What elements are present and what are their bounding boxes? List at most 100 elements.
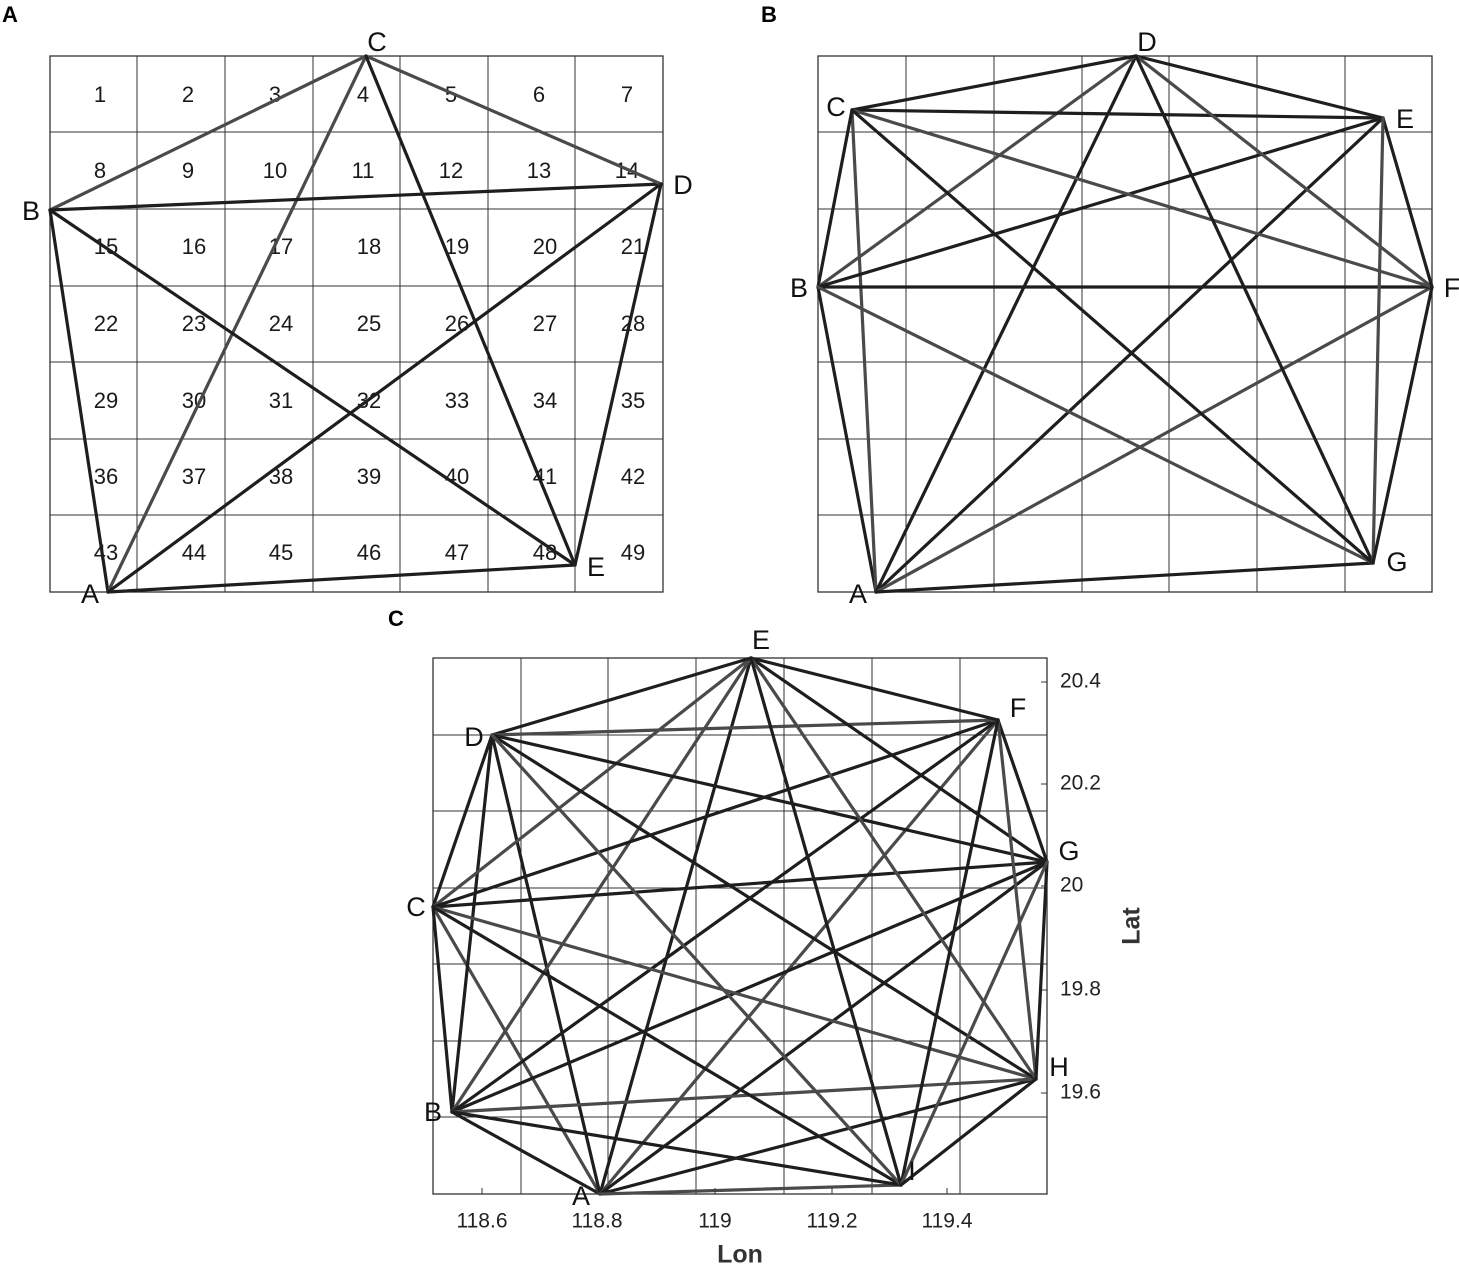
panel-b-edge-D-E <box>1134 54 1385 120</box>
panel-c-edge-B-H <box>450 1077 1038 1114</box>
panel-c-node-C: C <box>406 892 426 922</box>
panel-c-edge-C-I <box>431 905 903 1187</box>
panel-a-cell-38: 38 <box>269 464 293 489</box>
panel-b-edge-F-G <box>1371 285 1434 565</box>
panel-a-cell-23: 23 <box>182 311 206 336</box>
panel-c-edge-B-I <box>450 1110 903 1187</box>
panel-b-node-D: D <box>1137 27 1157 57</box>
panel-a-cell-47: 47 <box>445 540 469 565</box>
panel-c-node-G: G <box>1058 836 1079 866</box>
panel-c-edge-D-H <box>490 733 1038 1081</box>
panel-a-cell-33: 33 <box>445 388 469 413</box>
panel-c-ytick-3: 19.8 <box>1060 978 1101 1001</box>
panel-a-cell-42: 42 <box>621 464 645 489</box>
panel-c-edge-D-G <box>490 733 1049 864</box>
panel-a-edge-C-E <box>364 54 577 567</box>
panel-b-edge-D-G <box>1134 54 1375 565</box>
panel-c-letter: C <box>388 606 404 631</box>
panel-b-edge-B-G <box>816 285 1375 565</box>
panel-c-edge-E-I <box>749 656 903 1187</box>
panel-c-ytick-2: 20 <box>1060 874 1083 897</box>
panel-a-cell-16: 16 <box>182 234 206 259</box>
panel-a-cell-34: 34 <box>533 388 557 413</box>
panel-c-edge-C-E <box>431 656 753 909</box>
panel-b-edge-B-D <box>816 54 1138 289</box>
panel-a-cell-20: 20 <box>533 234 557 259</box>
panel-a-cell-37: 37 <box>182 464 206 489</box>
panel-a-cell-11: 11 <box>352 158 375 183</box>
panel-b-edge-A-F <box>874 285 1434 594</box>
panel-c-edge-G-H <box>1034 860 1049 1081</box>
panel-b-node-A: A <box>849 579 867 609</box>
panel-a-cell-7: 7 <box>621 82 633 107</box>
panel-c-y-axis-title: Lat <box>1118 907 1146 945</box>
panel-a-cell-44: 44 <box>182 540 206 565</box>
panel-c-x-axis-title: Lon <box>717 1241 763 1268</box>
panel-c-xtick-1: 118.8 <box>572 1210 623 1233</box>
panel-a-cell-21: 21 <box>621 234 645 259</box>
panel-c-node-E: E <box>752 625 770 655</box>
panel-b-edge-A-E <box>874 116 1385 594</box>
panel-a-cell-31: 31 <box>269 388 293 413</box>
panel-c-ytick-1: 20.2 <box>1060 772 1101 795</box>
panel-c-edge-E-H <box>749 656 1038 1081</box>
panel-a-cell-30: 30 <box>182 388 206 413</box>
panel-a-cell-6: 6 <box>533 82 545 107</box>
panel-b-edge-C-G <box>850 108 1375 565</box>
panel-a-cell-8: 8 <box>94 158 106 183</box>
panel-c-edge-B-F <box>450 718 1000 1114</box>
panel-c-xtick-0: 118.6 <box>457 1210 508 1233</box>
panel-a-edge-C-D <box>364 54 663 186</box>
panel-c-node-A: A <box>572 1181 590 1211</box>
panel-a-cell-43: 43 <box>94 540 118 565</box>
panel-b-node-B: B <box>790 273 808 303</box>
panel-a-cell-18: 18 <box>357 234 381 259</box>
panel-a-node-D: D <box>673 170 693 200</box>
panel-b-edge-C-E <box>850 108 1385 120</box>
panel-c-edge-A-E <box>598 656 753 1196</box>
panel-a-cell-4: 4 <box>357 82 369 107</box>
panel-c-edge-B-D <box>450 733 494 1114</box>
panel-a-cell-49: 49 <box>621 540 645 565</box>
panel-c-node-H: H <box>1049 1052 1069 1082</box>
panel-a-cell-12: 12 <box>439 158 463 183</box>
panel-c-node-D: D <box>464 722 484 752</box>
panel-b-edge-C-F <box>850 108 1434 289</box>
panel-a-node-B: B <box>22 196 40 226</box>
panel-c-edge-B-G <box>450 860 1049 1114</box>
panel-c-edge-A-C <box>431 905 602 1196</box>
panel-c-edge-F-H <box>996 718 1038 1081</box>
panel-b-edge-E-G <box>1371 116 1385 565</box>
panel-c-edge-B-E <box>450 656 753 1114</box>
panel-a-cell-26: 26 <box>445 311 469 336</box>
panel-a-cell-2: 2 <box>182 82 194 107</box>
panel-b-frame <box>817 55 1433 593</box>
panel-b-edge-B-E <box>816 116 1385 289</box>
panel-b-edge-A-D <box>874 54 1138 594</box>
panel-c-xtick-2: 119 <box>698 1210 731 1233</box>
panel-c-edge-A-I <box>598 1183 903 1196</box>
panel-a-cell-17: 17 <box>269 234 293 259</box>
panel-a-edge-A-E <box>106 563 577 594</box>
panel-a-cell-27: 27 <box>533 311 557 336</box>
panel-c-edge-E-G <box>749 656 1049 864</box>
panel-b-edge-C-D <box>850 54 1138 112</box>
panel-c-edge-C-H <box>431 905 1038 1081</box>
panel-c-edge-C-D <box>431 733 494 909</box>
panel-a-edge-B-E <box>48 208 577 567</box>
panel-a-cell-10: 10 <box>263 158 287 183</box>
panel-c-edge-A-G <box>598 860 1049 1196</box>
panel-c-edge-A-F <box>598 718 1000 1196</box>
panel-b-edge-D-F <box>1134 54 1434 289</box>
panel-c-xtick-4: 119.4 <box>922 1210 973 1233</box>
panel-b-node-E: E <box>1396 104 1414 134</box>
panel-c-edge-H-I <box>899 1077 1038 1187</box>
panel-a-cell-25: 25 <box>357 311 381 336</box>
panel-a-edge-D-E <box>573 182 663 567</box>
panel-c-edge-G-I <box>899 860 1049 1187</box>
panel-c-node-F: F <box>1010 693 1027 723</box>
panel-a-cell-45: 45 <box>269 540 293 565</box>
panel-c-edge-C-G <box>431 860 1049 909</box>
